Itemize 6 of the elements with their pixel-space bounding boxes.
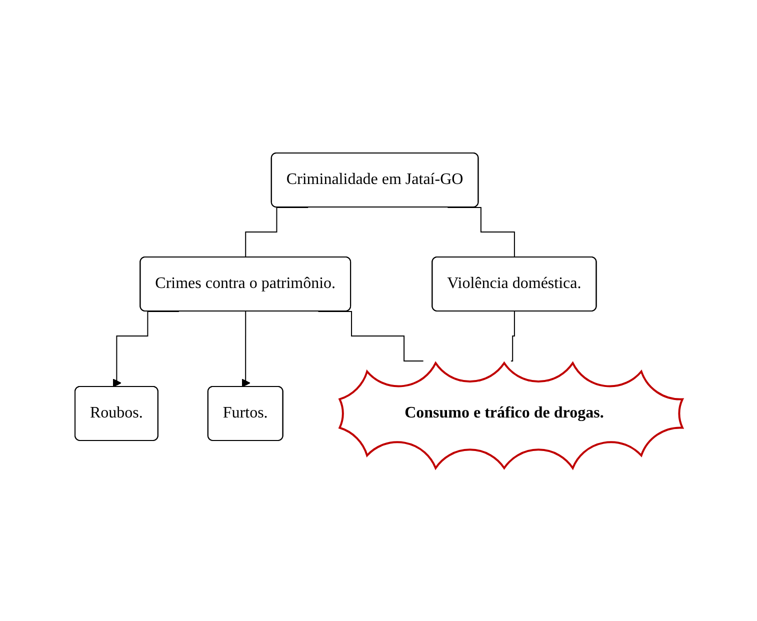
connector: [244, 206, 308, 258]
arrow: [241, 310, 250, 388]
connector: [510, 310, 515, 362]
connector: [318, 310, 424, 362]
connector: [446, 206, 515, 258]
arrow: [112, 310, 180, 388]
